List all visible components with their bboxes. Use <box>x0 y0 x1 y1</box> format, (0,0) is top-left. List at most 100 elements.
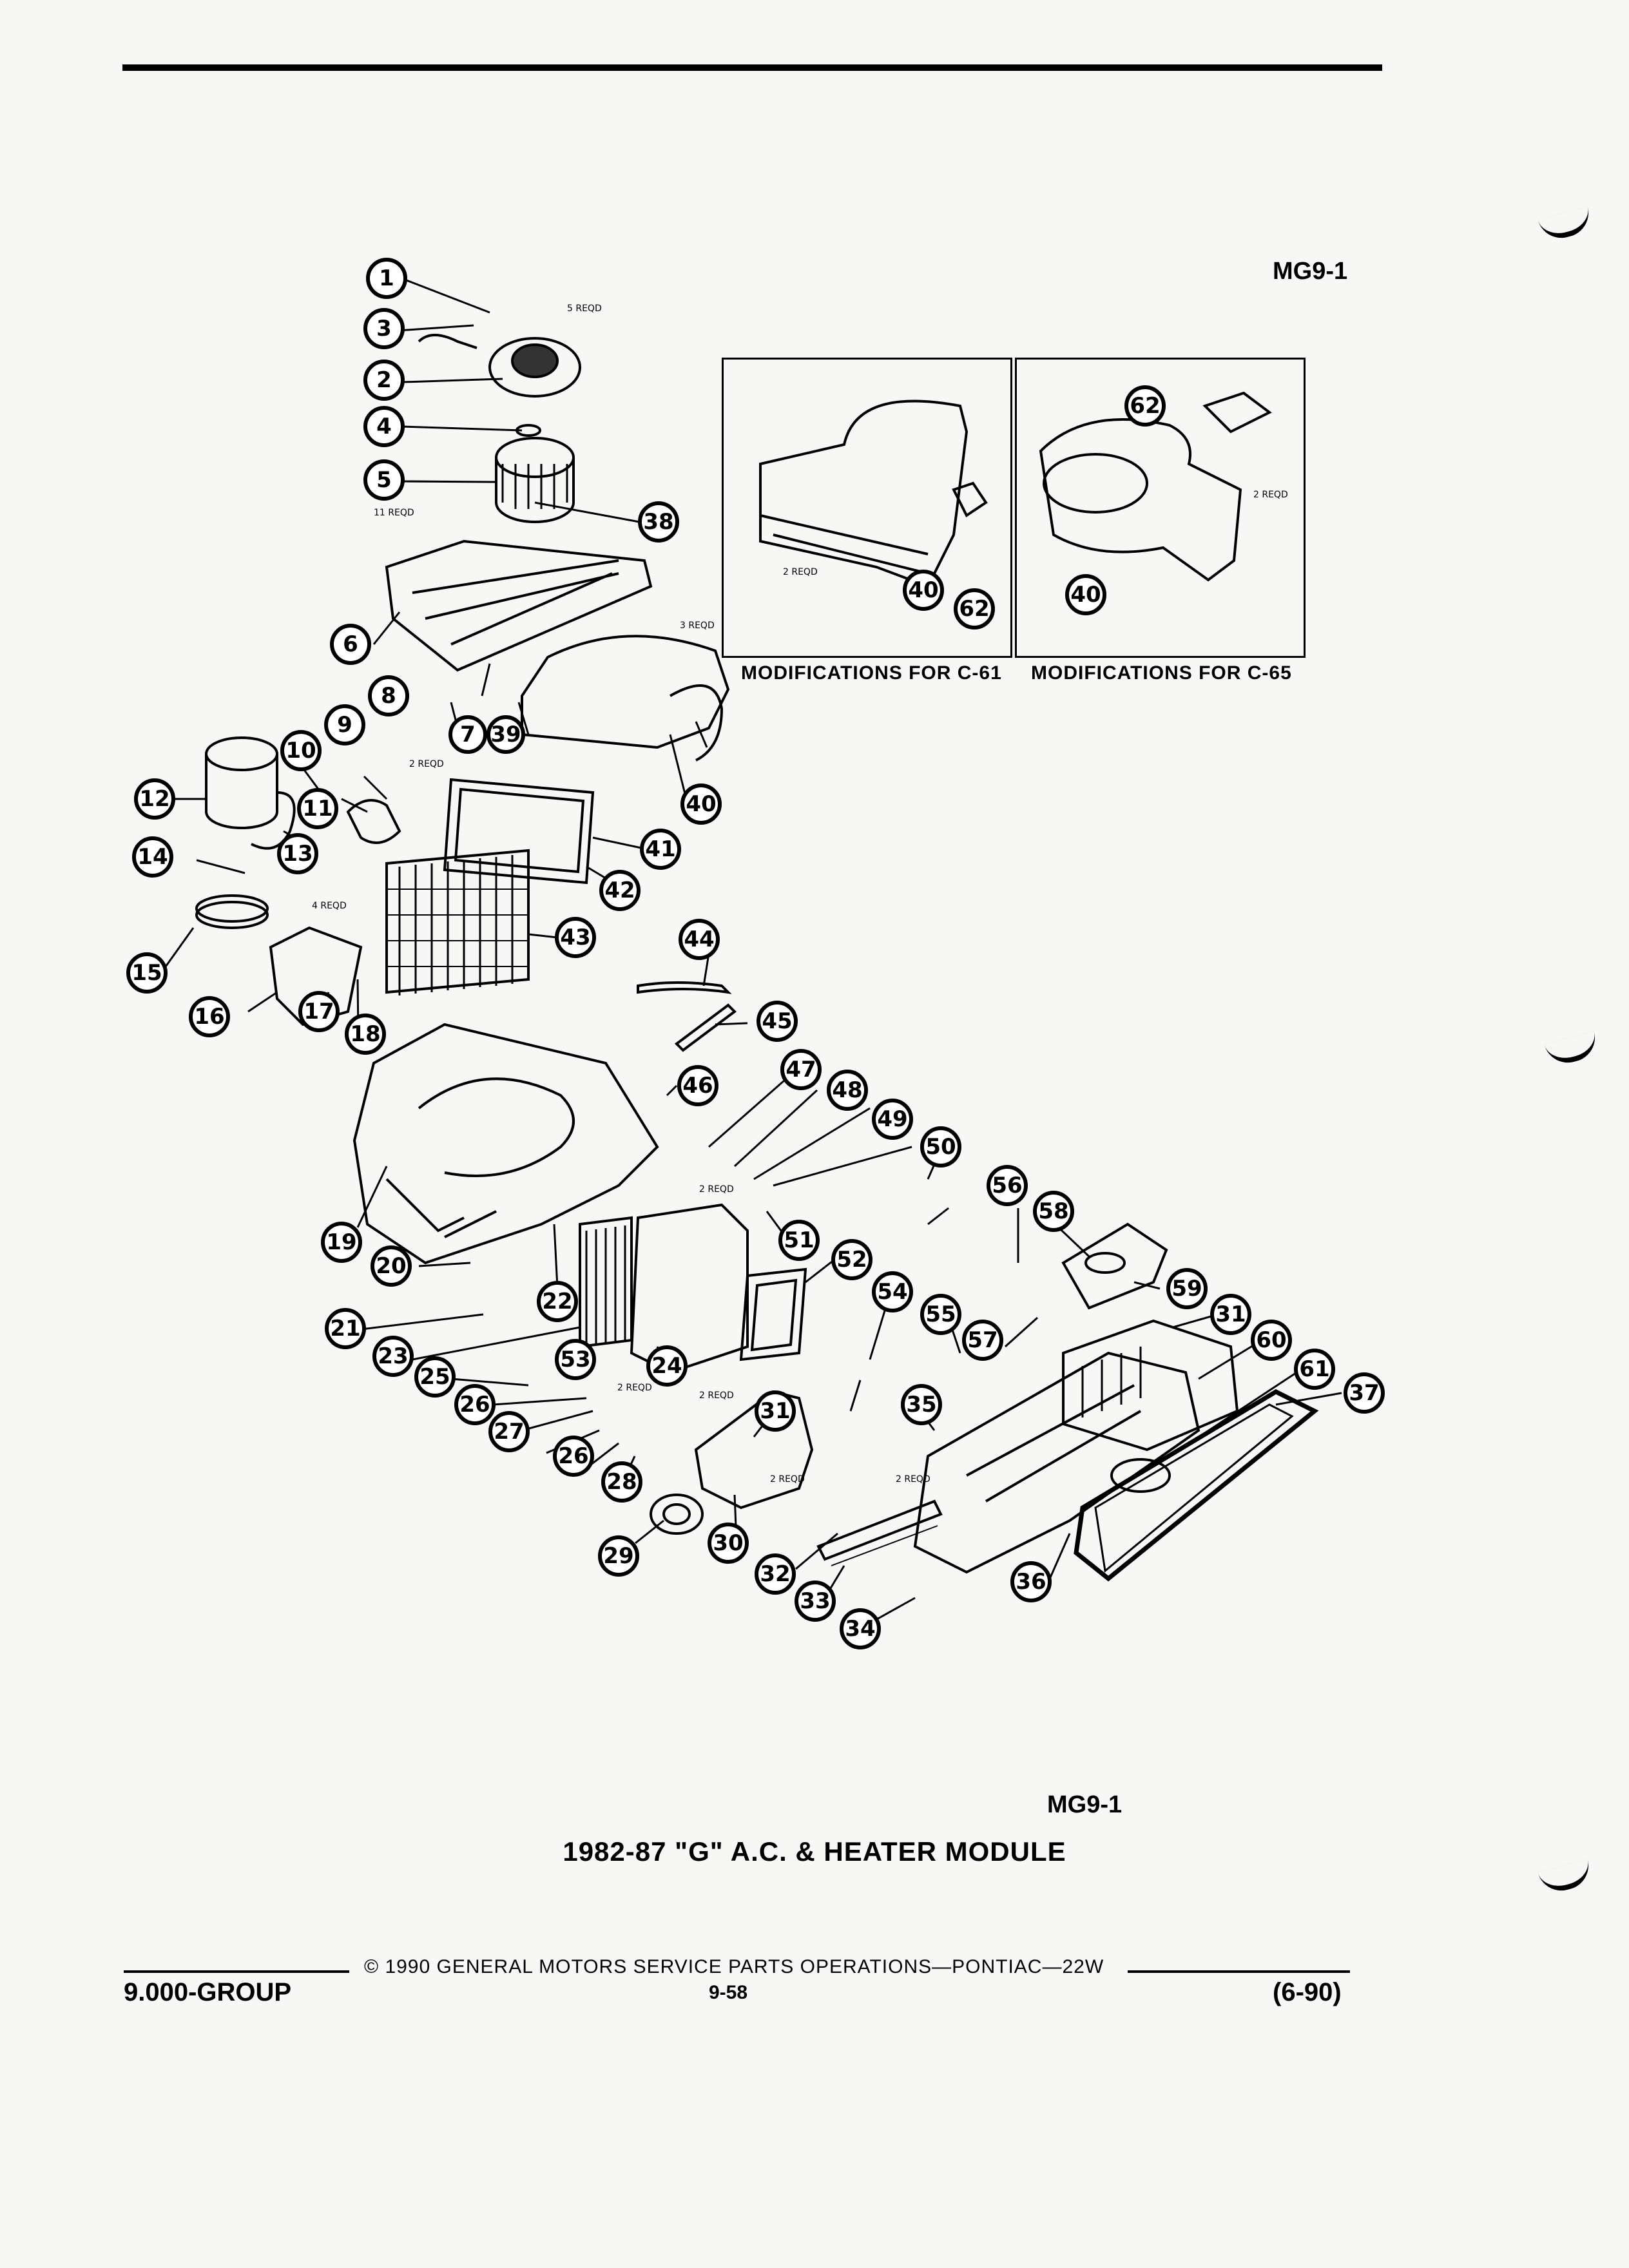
reqd-note: 2 REQD <box>409 759 444 769</box>
inset-c65-caption: MODIFICATIONS FOR C-65 <box>1031 662 1292 684</box>
svg-text:39: 39 <box>490 722 521 747</box>
callout-31b: 31 <box>1210 1294 1251 1335</box>
inset-c65-callout-62: 62 <box>1124 385 1166 427</box>
svg-text:3: 3 <box>376 316 392 341</box>
svg-text:53: 53 <box>560 1347 590 1372</box>
callout-56: 56 <box>987 1165 1028 1206</box>
callout-61: 61 <box>1294 1349 1335 1390</box>
inset-c61-callout-62: 62 <box>954 588 995 629</box>
callout-1: 1 <box>366 258 407 299</box>
svg-text:40: 40 <box>908 577 938 603</box>
copyright-line: © 1990 GENERAL MOTORS SERVICE PARTS OPER… <box>364 1956 1104 1977</box>
svg-text:34: 34 <box>845 1616 875 1642</box>
svg-text:62: 62 <box>959 596 989 622</box>
callout-52: 52 <box>831 1239 872 1280</box>
group-number: 9.000-GROUP <box>124 1978 292 2006</box>
callout-49: 49 <box>872 1099 913 1140</box>
callout-26b: 26 <box>553 1436 594 1477</box>
callout-18: 18 <box>345 1014 386 1055</box>
footer-rule-left <box>124 1970 349 1973</box>
callout-40: 40 <box>680 783 722 825</box>
svg-text:35: 35 <box>906 1392 936 1418</box>
svg-text:5: 5 <box>376 467 392 493</box>
callout-51: 51 <box>778 1220 820 1261</box>
svg-text:30: 30 <box>713 1530 743 1556</box>
reqd-notes: 5 REQD 11 REQD 3 REQD 2 REQD 4 REQD 2 RE… <box>312 303 1288 1485</box>
svg-text:20: 20 <box>376 1253 406 1279</box>
svg-text:62: 62 <box>1130 393 1160 419</box>
reqd-note: 2 REQD <box>617 1383 652 1393</box>
svg-text:36: 36 <box>1016 1569 1046 1595</box>
callout-7: 7 <box>448 715 487 754</box>
callout-47: 47 <box>780 1049 822 1090</box>
callout-58: 58 <box>1033 1191 1074 1232</box>
callout-53: 53 <box>555 1339 596 1380</box>
svg-text:15: 15 <box>131 960 162 986</box>
callout-57: 57 <box>962 1320 1003 1361</box>
callout-43: 43 <box>555 917 596 958</box>
svg-text:4: 4 <box>376 414 392 439</box>
svg-text:44: 44 <box>684 927 714 952</box>
figure-code-top: MG9-1 <box>1273 258 1348 285</box>
callout-13: 13 <box>277 833 318 874</box>
inset-c61-note: 2 REQD <box>783 567 818 577</box>
svg-text:31: 31 <box>760 1398 790 1424</box>
reqd-note: 2 REQD <box>770 1474 805 1485</box>
callout-45: 45 <box>757 1001 798 1042</box>
callout-34: 34 <box>840 1608 881 1649</box>
inset-c61-caption: MODIFICATIONS FOR C-61 <box>741 662 1002 684</box>
inset-c61-callout-40: 40 <box>903 570 944 611</box>
part-drawings <box>195 334 1319 1582</box>
svg-text:22: 22 <box>542 1289 572 1314</box>
svg-text:46: 46 <box>682 1073 713 1099</box>
top-rule <box>122 64 1382 71</box>
figure-title: 1982-87 "G" A.C. & HEATER MODULE <box>563 1836 1066 1867</box>
svg-text:28: 28 <box>606 1469 637 1495</box>
callout-31: 31 <box>755 1390 796 1432</box>
callout-27: 27 <box>488 1411 530 1452</box>
svg-text:19: 19 <box>326 1229 356 1255</box>
callout-2: 2 <box>363 360 405 401</box>
callout-22: 22 <box>537 1281 578 1322</box>
callout-44: 44 <box>679 919 720 960</box>
inset-c65-callout-40: 40 <box>1065 574 1106 615</box>
svg-text:54: 54 <box>877 1279 907 1305</box>
svg-text:24: 24 <box>651 1353 682 1379</box>
svg-text:37: 37 <box>1349 1380 1379 1406</box>
svg-text:40: 40 <box>1070 582 1101 608</box>
callout-17: 17 <box>298 991 340 1032</box>
callout-38: 38 <box>638 501 679 543</box>
svg-text:57: 57 <box>967 1327 998 1353</box>
svg-text:49: 49 <box>877 1106 907 1132</box>
svg-text:59: 59 <box>1171 1276 1202 1302</box>
svg-text:26: 26 <box>558 1443 588 1469</box>
callout-46: 46 <box>677 1065 718 1106</box>
svg-text:40: 40 <box>686 791 716 817</box>
callout-28: 28 <box>601 1461 642 1503</box>
svg-text:21: 21 <box>330 1316 360 1341</box>
callout-37: 37 <box>1344 1372 1385 1414</box>
callout-26: 26 <box>454 1384 496 1425</box>
svg-text:18: 18 <box>350 1021 380 1047</box>
callout-30: 30 <box>708 1523 749 1564</box>
callout-55: 55 <box>920 1294 961 1335</box>
svg-text:2: 2 <box>376 367 392 393</box>
svg-text:51: 51 <box>784 1227 814 1253</box>
svg-text:25: 25 <box>419 1364 450 1390</box>
svg-text:50: 50 <box>925 1134 956 1160</box>
svg-text:16: 16 <box>194 1004 224 1030</box>
callout-14: 14 <box>132 836 173 878</box>
callout-39: 39 <box>487 715 525 754</box>
svg-text:58: 58 <box>1038 1198 1068 1224</box>
svg-text:48: 48 <box>832 1077 862 1103</box>
svg-text:6: 6 <box>343 631 358 657</box>
svg-text:11: 11 <box>302 796 333 822</box>
svg-text:14: 14 <box>137 844 168 870</box>
callout-36: 36 <box>1010 1561 1052 1602</box>
svg-text:17: 17 <box>304 999 334 1024</box>
callout-10: 10 <box>280 730 322 771</box>
svg-text:31: 31 <box>1215 1302 1246 1327</box>
inset-c65-note: 2 REQD <box>1253 490 1288 500</box>
callout-21: 21 <box>325 1308 366 1349</box>
